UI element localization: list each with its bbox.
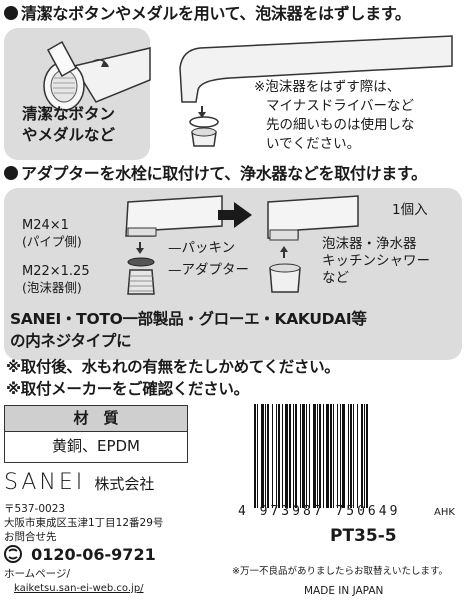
step2-heading: アダプターを水栓に取付けて、浄水器などを取付けます。	[4, 164, 427, 184]
aerator-removal-illustration	[179, 35, 453, 147]
step1-callout: 清潔なボタン やメダルなど	[22, 105, 116, 144]
barcode-bar	[300, 404, 302, 508]
barcode-bar	[278, 404, 281, 508]
material-value: 黄銅、EPDM	[51, 437, 140, 455]
barcode-bar	[284, 404, 289, 508]
postal-code: 〒537-0023	[4, 503, 66, 515]
barcode-bar	[292, 404, 294, 508]
barcode-bar	[347, 404, 349, 508]
contact-label: お問合せ先	[4, 531, 57, 543]
phone-line: 0120-06-9721	[4, 545, 156, 564]
barcode-bar	[271, 404, 273, 508]
install-notices: ※取付後、水もれの有無をたしかめてください。 ※取付メーカーをご確認ください。	[6, 358, 340, 398]
step1-heading: 清潔なボタンやメダルを用いて、泡沫器をはずします。	[4, 4, 411, 24]
product-code-suffix: AHK	[434, 507, 455, 518]
phone-icon	[4, 545, 22, 563]
material-table: 材 質 黄銅、EPDM	[4, 405, 188, 463]
barcode-bar	[309, 404, 311, 508]
homepage-url[interactable]: kaiketsu.san-ei-web.co.jp/	[14, 583, 144, 594]
barcode-bar	[323, 404, 325, 508]
m24-thread-label: M24×1 (パイプ側)	[22, 218, 82, 249]
barcode-bar	[281, 404, 283, 508]
coin-removal-illustration	[43, 40, 151, 111]
adapter-label: —アダプター	[168, 262, 249, 278]
bullet-icon	[4, 166, 18, 180]
brand-logo: SANEI	[4, 470, 86, 495]
bullet-icon	[4, 6, 18, 20]
barcode-bar	[366, 404, 369, 508]
barcode-bar	[318, 404, 322, 508]
barcode-bar	[342, 404, 346, 508]
barcode-bar	[349, 404, 352, 508]
barcode-bar	[305, 404, 307, 508]
barcode-digits: 4 973987 750649	[238, 504, 401, 519]
quantity-label: 1個入	[392, 202, 428, 218]
company-name: SANEI 株式会社	[4, 470, 155, 495]
barcode-bar	[333, 404, 335, 508]
model-number: PT35-5	[330, 526, 397, 546]
compatibility-text: SANEI・TOTO一部製品・グローエ・KAKUDAI等 の内ネジタイプに	[10, 310, 367, 350]
adapter-assembly-illustration	[125, 195, 223, 295]
barcode-bar	[360, 404, 363, 508]
packing-label: —パッキン	[168, 240, 236, 256]
barcode-bar	[302, 404, 305, 508]
device-mount-illustration	[267, 195, 359, 293]
company-address: 大阪市東成区玉津1丁目12番29号	[4, 517, 164, 529]
barcode-bar	[316, 404, 318, 508]
barcode-bar	[364, 404, 366, 508]
barcode-bar	[325, 404, 329, 508]
m22-thread-label: M22×1.25 (泡沫器側)	[22, 264, 90, 295]
barcode-bar	[267, 404, 270, 508]
barcode-bar	[276, 404, 278, 508]
barcode-bar	[313, 404, 316, 508]
step1-caution-note: ※泡沫器をはずす際は、 マイナスドライバーなど 先の細いものは使用しな いでくだ…	[254, 79, 415, 152]
arrow-right-icon	[218, 202, 252, 228]
barcode-bar	[257, 404, 259, 508]
barcode-bar	[336, 404, 338, 508]
barcode-bar	[353, 404, 355, 508]
barcode-bar	[254, 404, 257, 508]
barcode-bar	[265, 404, 267, 508]
barcode-bar	[260, 404, 264, 508]
barcode-bar	[339, 404, 341, 508]
barcode	[254, 404, 456, 508]
compatible-devices-label: 泡沫器・浄水器 キッチンシャワー など	[322, 236, 430, 286]
material-header: 材 質	[5, 406, 187, 432]
defect-note: ※万一不良品がありましたらお取替えいたします。	[232, 566, 449, 577]
barcode-bar	[294, 404, 297, 508]
barcode-bar	[357, 404, 359, 508]
barcode-bar	[289, 404, 292, 508]
barcode-bar	[329, 404, 333, 508]
origin-label: MADE IN JAPAN	[304, 585, 384, 597]
homepage-label: ホームページ/	[4, 568, 71, 580]
